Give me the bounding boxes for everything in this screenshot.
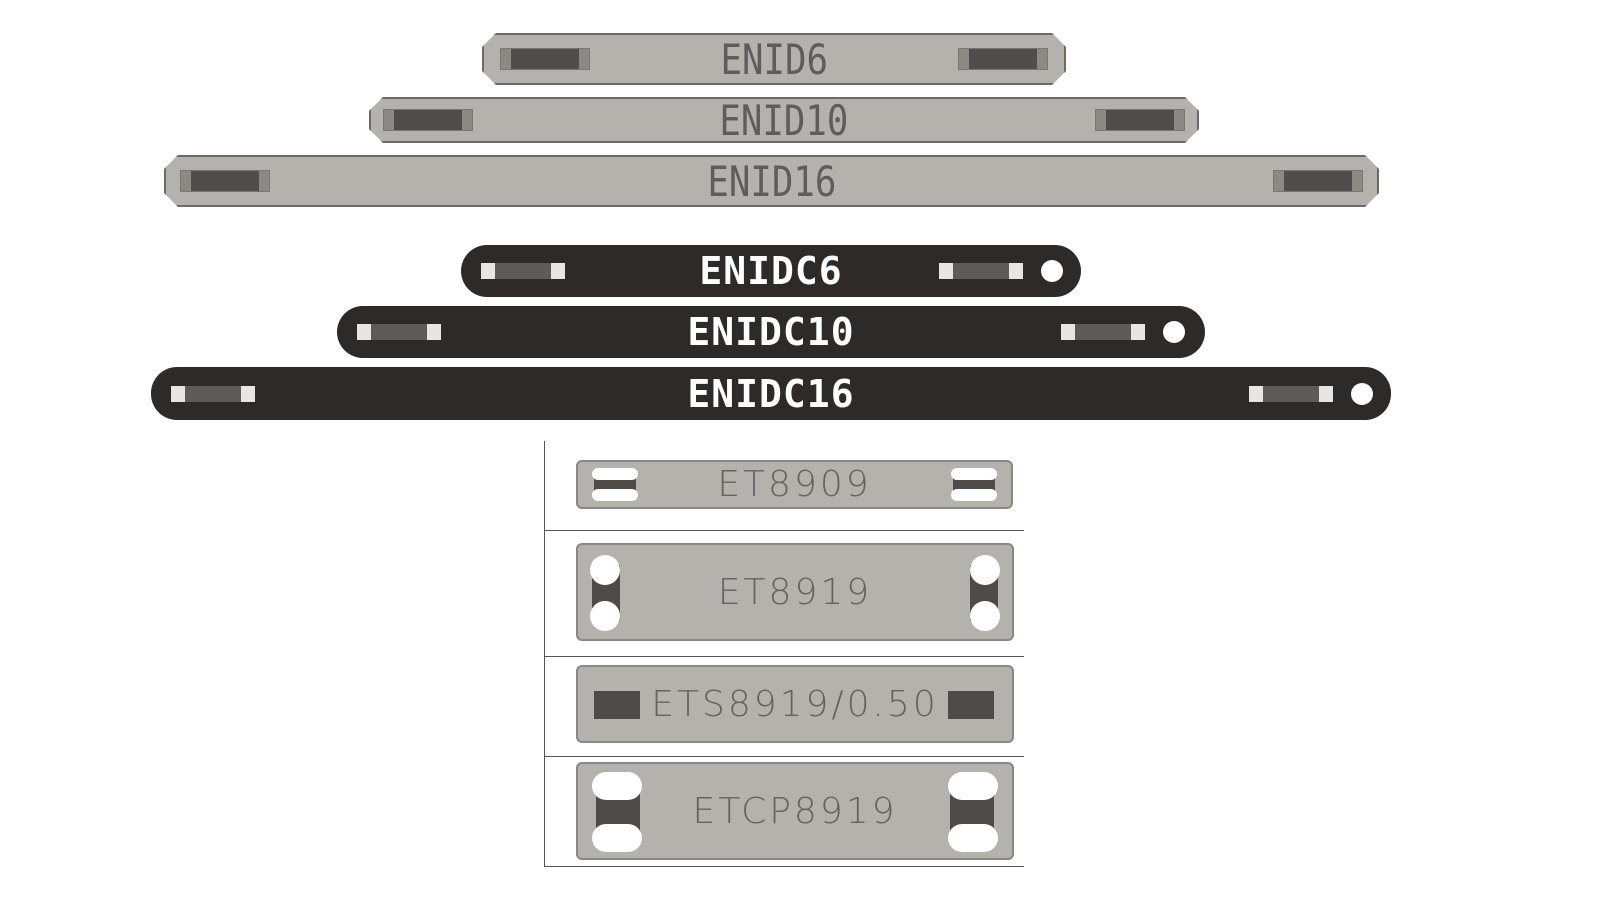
hole-icon	[970, 555, 1000, 585]
tag-label: ENID16	[707, 156, 836, 206]
hole-icon	[970, 601, 1000, 631]
hole-icon	[1351, 382, 1373, 405]
plate-label: ET8909	[717, 464, 872, 505]
plate-label: ETS8919/0.50	[651, 683, 939, 725]
tag-enidc10: ENIDC10	[337, 306, 1205, 358]
tag-enidc6: ENIDC6	[461, 245, 1081, 297]
slot-icon	[1061, 324, 1145, 340]
tag-label: ENIDC16	[687, 371, 855, 416]
divider	[544, 656, 1024, 657]
tag-label: ENIDC10	[687, 310, 855, 354]
tag-enidc16: ENIDC16	[151, 367, 1391, 420]
hole-icon	[592, 489, 638, 501]
divider	[544, 530, 1024, 531]
hole-icon	[951, 489, 997, 501]
divider	[544, 756, 1024, 757]
slot-icon	[958, 48, 1048, 70]
slot-icon	[939, 263, 1023, 279]
slot-icon	[1273, 170, 1363, 192]
slot-icon	[171, 385, 255, 402]
hole-icon	[1163, 321, 1185, 343]
slot-icon	[1095, 109, 1185, 131]
slot-icon	[1249, 385, 1333, 402]
hole-icon	[948, 772, 998, 800]
tag-enid6: ENID6	[482, 33, 1066, 85]
plate-label: ET8919	[717, 571, 873, 613]
plate-etcp8919: ETCP8919	[576, 762, 1014, 860]
hole-icon	[590, 555, 620, 585]
hole-icon	[592, 824, 642, 852]
slot-icon	[948, 691, 994, 719]
divider	[544, 866, 1024, 867]
slot-icon	[180, 170, 270, 192]
hole-icon	[592, 468, 638, 480]
divider	[544, 441, 545, 867]
plate-label: ETCP8919	[692, 790, 898, 832]
plate-et8919: ET8919	[576, 543, 1014, 641]
hole-icon	[590, 601, 620, 631]
tag-label: ENID10	[719, 95, 849, 145]
tag-label: ENIDC6	[699, 249, 843, 293]
plate-ets8919: ETS8919/0.50	[576, 665, 1014, 743]
tag-label: ENID6	[720, 34, 828, 84]
slot-icon	[383, 109, 473, 131]
hole-icon	[951, 468, 997, 480]
slot-icon	[357, 324, 441, 340]
slot-icon	[500, 48, 590, 70]
hole-icon	[1041, 260, 1063, 282]
slot-icon	[594, 691, 640, 719]
tag-enid10: ENID10	[369, 97, 1199, 143]
plate-et8909: ET8909	[576, 460, 1013, 509]
slot-icon	[481, 263, 565, 279]
hole-icon	[592, 772, 642, 800]
tag-enid16: ENID16	[164, 155, 1379, 207]
hole-icon	[948, 824, 998, 852]
